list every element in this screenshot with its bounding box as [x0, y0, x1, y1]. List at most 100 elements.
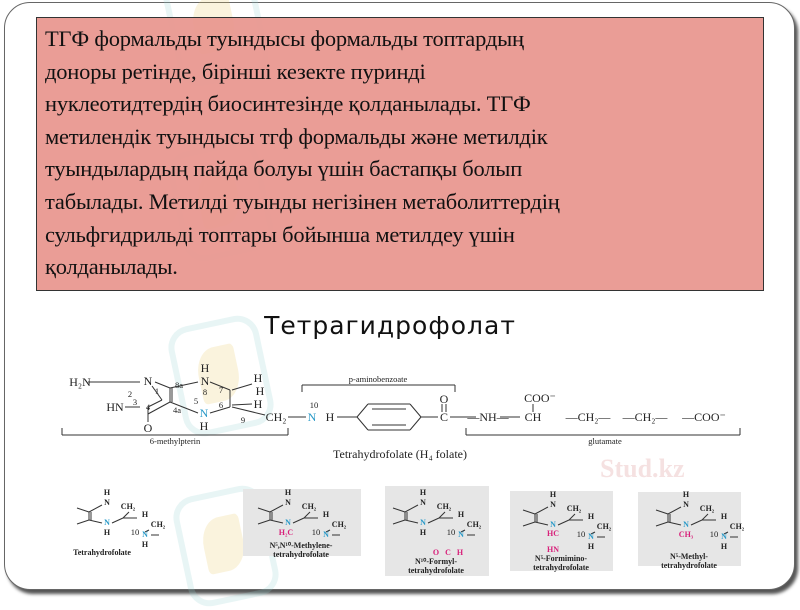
bond-line [409, 403, 422, 418]
atom-label: H [253, 397, 263, 411]
bond-line [404, 519, 419, 524]
text-line: сульфгидрильді топтары бойынша метилдеу … [45, 221, 515, 247]
derivative-atom: N [420, 518, 426, 527]
derivative-name: tetrahydrofolate [661, 561, 717, 570]
derivative-name: N⁵-Formimino- [534, 554, 588, 563]
derivative-atom: H [682, 490, 690, 499]
derivative-atom: CH₂ [596, 522, 612, 531]
atom-label: H [255, 384, 265, 398]
derivative-atom: N [323, 530, 329, 539]
atom-label: O [439, 392, 449, 406]
bond-line [154, 381, 171, 389]
derivative-atom: H [587, 512, 595, 521]
derivative-atom: N [458, 530, 464, 539]
bond-line [269, 504, 284, 513]
atom-label: 8 [202, 386, 208, 397]
atom-label: H₂N [69, 375, 91, 389]
text-line: метилендік туындысы тгф формальды және м… [45, 123, 548, 149]
bond-line [667, 521, 682, 526]
bond-line [655, 509, 669, 515]
bond-line [88, 519, 103, 524]
atom-label: —CH₂— [565, 410, 611, 424]
bond-line [438, 511, 446, 519]
bond-line [356, 416, 369, 431]
derivative-atom: N [550, 500, 556, 509]
derivative-atom: N [683, 520, 689, 529]
bond-line [76, 507, 90, 513]
derivative-atom: H [284, 488, 292, 497]
derivative-atom: H [141, 510, 149, 519]
bond-line [568, 513, 576, 521]
bond-line [231, 383, 253, 391]
atom-label: HN [106, 400, 124, 414]
atom-label: H [200, 361, 210, 375]
atom-label: O [143, 421, 153, 435]
bond-line [169, 401, 199, 414]
atom-label: CH₂ [265, 410, 287, 424]
bond-line [557, 519, 570, 526]
atom-label: N [307, 410, 317, 424]
atom-label: N [143, 374, 153, 388]
bond-line [88, 504, 103, 513]
bond-line [356, 403, 369, 418]
atom-label: 1 [154, 385, 160, 396]
bond-line [76, 519, 90, 525]
substituent-atom: H₂C [278, 528, 294, 537]
bond-line [147, 401, 171, 415]
derivative-atom: H [103, 488, 111, 497]
bond-line [209, 381, 231, 391]
atom-label: 4 [145, 401, 151, 412]
atom-label: N [199, 406, 209, 420]
derivative-box [385, 486, 489, 576]
derivative-atom: N [285, 498, 291, 507]
derivative-atom: H [457, 510, 465, 519]
bond-line [209, 406, 231, 414]
atom-label: 7 [218, 384, 224, 395]
atom-label: H [253, 371, 263, 385]
bond-line [325, 529, 331, 533]
atom-label: 6 [218, 399, 224, 410]
derivative-atom: CH₂ [150, 520, 166, 529]
derivative-atom: N [285, 518, 291, 527]
derivative-atom: CH₂ [466, 520, 482, 529]
bond-line [655, 521, 669, 527]
derivative-atom: N [104, 518, 110, 527]
atom-label: COO⁻ [524, 391, 556, 405]
derivative-atom: H [419, 488, 427, 497]
bond-line [257, 507, 271, 513]
substituent-atom: HN [547, 545, 559, 554]
derivative-name: tetrahydrofolate [533, 563, 589, 572]
atom-label: 2 [127, 388, 133, 399]
bond-line [522, 521, 536, 527]
atom-label: CH [524, 410, 542, 424]
derivative-atom: H [587, 542, 595, 551]
bond-line [231, 403, 253, 406]
derivative-name: N⁵-Methyl- [670, 552, 708, 561]
derivative-atom: N [588, 532, 594, 541]
derivative-atom: N [420, 498, 426, 507]
derivative-name: N⁵,N¹⁰-Methylene- [269, 541, 333, 550]
bond-line [534, 521, 549, 526]
text-line: табылады. Метилді туынды негізінен метаб… [45, 188, 560, 214]
slide-title: Тетрагидрофолат [264, 311, 516, 340]
bond-line [303, 511, 311, 519]
bond-line [667, 506, 682, 515]
text-line: доноры ретінде, бірінші кезекте пуринді [45, 58, 426, 84]
bond-line [427, 517, 440, 524]
derivative-atom: 10 [311, 526, 321, 537]
group-label-aminobenzoate: p-aminobenzoate [348, 373, 408, 384]
structure-bonds [61, 381, 741, 538]
atom-label: —COO⁻ [682, 410, 726, 424]
atom-label: 5 [193, 395, 199, 406]
derivative-atom: N [721, 532, 727, 541]
atom-label: 4a [172, 404, 182, 415]
derivative-name: Tetrahydrofolate [73, 548, 131, 557]
substituent-atom: CH₃ [678, 530, 694, 539]
derivative-box [638, 492, 741, 566]
substituent-atom: H [456, 548, 464, 557]
derivative-atom: N [104, 498, 110, 507]
atom-label: H [325, 410, 335, 424]
atom-label: N [200, 374, 210, 388]
atom-label: 10 [309, 399, 319, 410]
text-box: ТГФ формальды туындысы формальды топтард… [36, 17, 764, 291]
